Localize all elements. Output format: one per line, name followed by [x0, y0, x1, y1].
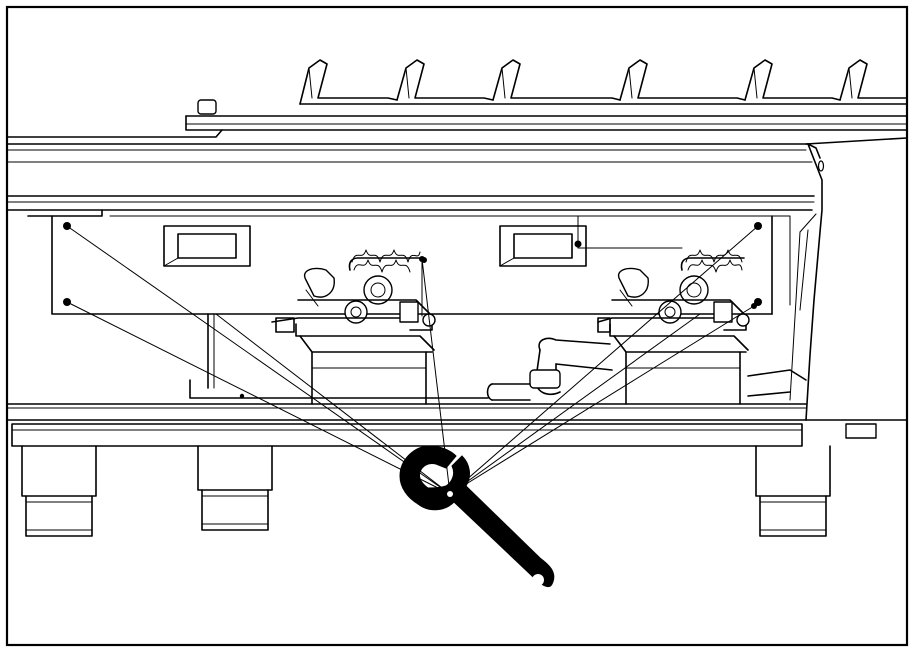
diagram-border [5, 5, 909, 647]
inner-back-panel [27, 209, 791, 315]
right-foot-nut [845, 423, 877, 439]
pipe-elbow [529, 369, 561, 389]
guide-line-5 [449, 305, 755, 495]
knob-stub [197, 99, 217, 115]
grate-support-3 [492, 59, 621, 101]
grate-supports [299, 59, 908, 105]
foot-3 [755, 445, 831, 537]
grate-support-2 [396, 59, 494, 101]
wrench-icon [399, 445, 555, 588]
grate-support-6 [839, 59, 908, 101]
cooktop-top [7, 99, 908, 138]
foot-1 [21, 445, 97, 537]
guide-line-4 [449, 225, 759, 495]
gas-valve-right [597, 249, 757, 405]
grate-support-1 [299, 59, 398, 105]
wrench-guide-lines [66, 225, 759, 495]
control-window-right [499, 215, 683, 267]
right-side-panel [789, 137, 908, 421]
grate-support-4 [619, 59, 746, 101]
gas-valve-left [271, 249, 436, 405]
foot-2 [197, 445, 273, 531]
lower-body [7, 313, 877, 447]
control-window-left [163, 225, 251, 267]
guide-line-7 [449, 313, 701, 495]
feet [21, 445, 831, 537]
guide-line-2 [66, 301, 451, 495]
control-windows [163, 215, 683, 267]
front-rail [7, 143, 825, 211]
gas-pipe [486, 337, 807, 401]
guide-line-1 [66, 225, 451, 495]
grate-support-5 [744, 59, 841, 101]
